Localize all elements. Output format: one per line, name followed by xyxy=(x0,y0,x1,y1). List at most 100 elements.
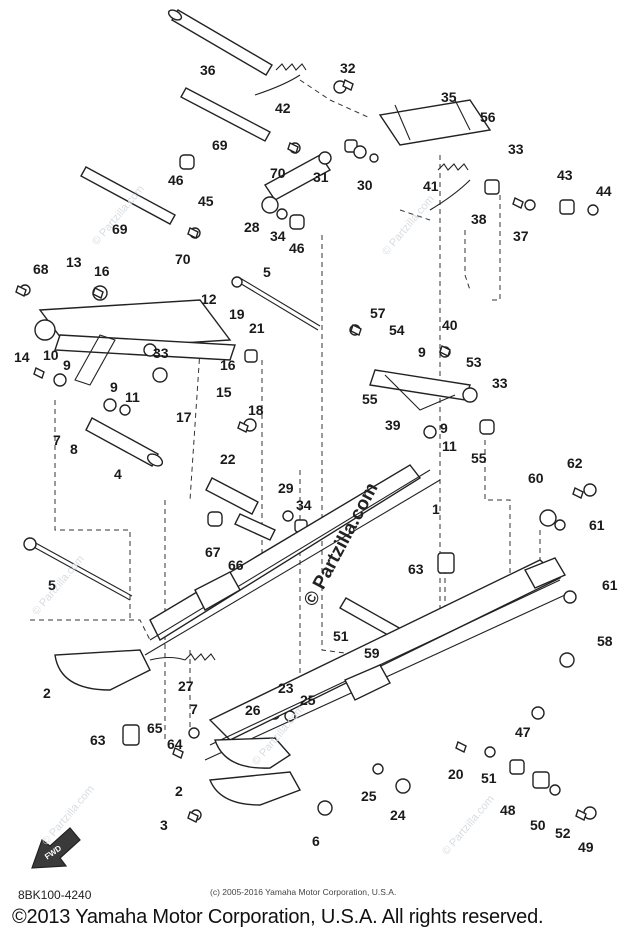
callout-number: 34 xyxy=(270,228,286,244)
slide-rail-lower xyxy=(204,557,567,761)
fwd-arrow-icon xyxy=(31,827,81,869)
callout-number: 55 xyxy=(362,391,378,407)
callout-number: 33 xyxy=(153,345,169,361)
callout-number: 3 xyxy=(160,817,168,833)
callout-number: 63 xyxy=(90,732,106,748)
callout-number: 9 xyxy=(110,379,118,395)
callout-number: 29 xyxy=(278,480,294,496)
spring-27 xyxy=(149,653,216,661)
copyright-notice: ©2013 Yamaha Motor Corporation, U.S.A. A… xyxy=(12,906,544,928)
callout-number: 61 xyxy=(602,577,618,593)
callout-number: 36 xyxy=(200,62,216,78)
collar-set xyxy=(19,80,599,821)
callout-number: 30 xyxy=(357,177,373,193)
runner-2-lower xyxy=(209,737,302,806)
callout-number: 20 xyxy=(448,766,464,782)
slide-rail-upper xyxy=(144,464,441,656)
callout-number: 4 xyxy=(114,466,122,482)
callout-number: 70 xyxy=(270,165,286,181)
shaft-4 xyxy=(85,417,164,467)
callout-number: 69 xyxy=(212,137,228,153)
callout-number: 21 xyxy=(249,320,265,336)
callout-number: 11 xyxy=(125,389,140,405)
shock-absorber xyxy=(261,151,332,214)
callout-number: 2 xyxy=(43,685,51,701)
callout-number: 43 xyxy=(557,167,573,183)
callout-number: 23 xyxy=(278,680,294,696)
shaft-36 xyxy=(167,9,273,76)
spring-42 xyxy=(254,63,307,96)
callout-number: 61 xyxy=(589,517,605,533)
callout-number: 17 xyxy=(176,409,192,425)
callout-number: 64 xyxy=(167,736,183,752)
small-bolts xyxy=(15,79,587,823)
callout-number: 26 xyxy=(245,702,261,718)
callout-number: 51 xyxy=(481,770,497,786)
callout-number: 56 xyxy=(480,109,496,125)
callout-number: 42 xyxy=(275,100,291,116)
callout-number: 41 xyxy=(423,178,439,194)
front-arm-assembly xyxy=(34,299,236,386)
callout-number: 32 xyxy=(340,60,356,76)
callout-number: 31 xyxy=(313,169,329,185)
callout-number: 11 xyxy=(442,438,457,454)
callout-number: 24 xyxy=(390,807,406,823)
callout-number: 2 xyxy=(175,783,183,799)
callout-number: 55 xyxy=(471,450,487,466)
callout-number: 51 xyxy=(333,628,349,644)
reference-code: 8BK100-4240 xyxy=(18,888,92,902)
tube-22 xyxy=(205,477,276,541)
callout-number: 9 xyxy=(418,344,426,360)
callout-number: 6 xyxy=(312,833,320,849)
callout-number: 65 xyxy=(147,720,163,736)
callout-number: 40 xyxy=(442,317,458,333)
callout-number: 7 xyxy=(190,701,198,717)
callout-number: 37 xyxy=(513,228,529,244)
callout-number: 34 xyxy=(296,497,312,513)
callout-number: 59 xyxy=(364,645,380,661)
callout-number: 13 xyxy=(66,254,82,270)
callout-number: 58 xyxy=(597,633,613,649)
callout-number: 70 xyxy=(175,251,191,267)
callout-number: 33 xyxy=(508,141,524,157)
callout-number: 19 xyxy=(229,306,245,322)
callout-number: 5 xyxy=(48,577,56,593)
callout-number: 15 xyxy=(216,384,232,400)
shaft-69-upper xyxy=(180,87,271,142)
callout-number: 48 xyxy=(500,802,516,818)
callout-number: 12 xyxy=(201,291,217,307)
callout-number: 52 xyxy=(555,825,571,841)
callout-number: 62 xyxy=(567,455,583,471)
callout-number: 5 xyxy=(263,264,271,280)
long-bolt-5-upper xyxy=(231,276,321,331)
callout-number: 53 xyxy=(466,354,482,370)
callout-number: 39 xyxy=(385,417,401,433)
callout-number: 60 xyxy=(528,470,544,486)
rear-arm-assembly xyxy=(369,369,478,411)
callout-number: 25 xyxy=(300,692,316,708)
callout-number: 10 xyxy=(43,347,59,363)
callout-number: 22 xyxy=(220,451,236,467)
upper-arm-35 xyxy=(378,99,492,146)
callout-number: 54 xyxy=(389,322,405,338)
inner-copyright: (c) 2005-2016 Yamaha Motor Corporation, … xyxy=(210,887,397,897)
callout-number: 27 xyxy=(178,678,194,694)
callout-number: 1 xyxy=(432,501,440,517)
spring-41 xyxy=(429,163,471,211)
callout-number: 16 xyxy=(220,357,236,373)
runner-2-upper xyxy=(54,649,151,691)
callout-number: 45 xyxy=(198,193,214,209)
callout-number: 9 xyxy=(440,420,448,436)
callout-number: 66 xyxy=(228,557,244,573)
callout-number: 18 xyxy=(248,402,264,418)
callout-number: 8 xyxy=(70,441,78,457)
callout-number: 35 xyxy=(441,89,457,105)
callout-number: 38 xyxy=(471,211,487,227)
callout-number: 49 xyxy=(578,839,594,855)
callout-number: 28 xyxy=(244,219,260,235)
shaft-69-lower xyxy=(80,166,176,225)
callout-number: 63 xyxy=(408,561,424,577)
callout-number: 14 xyxy=(14,349,30,365)
